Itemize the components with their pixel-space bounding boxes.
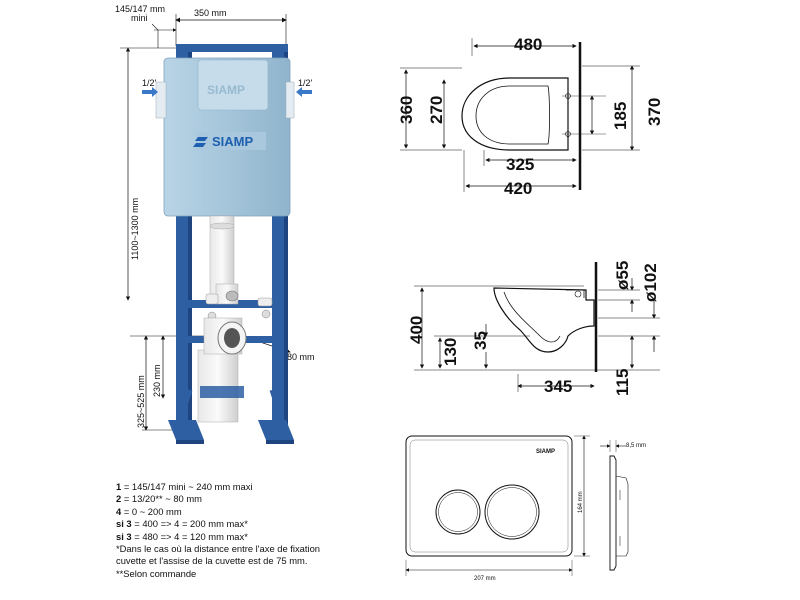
bowl-side-outlet-height: 35 — [471, 331, 490, 350]
specification-notes: 1 = 145/147 mini ~ 240 mm maxi 2 = 13/20… — [116, 481, 416, 580]
frame-depth-label: 180 mm — [282, 352, 315, 362]
frame-offset-label: 145/147 mm — [115, 4, 165, 14]
bowl-side-depth: 345 — [544, 377, 572, 396]
bowl-top-inner-length: 270 — [427, 96, 446, 124]
bowl-side-outlet-big: ø102 — [641, 263, 660, 302]
bowl-top-length-right: 370 — [645, 98, 664, 126]
bowl-top-width: 480 — [514, 35, 542, 54]
plate-thickness: 8,5 mm — [626, 443, 646, 449]
footnote-3: **Selon commande — [116, 567, 197, 579]
flush-plate-side: 8,5 mm — [600, 440, 646, 571]
frame-height-label: 1100~1300 mm — [130, 198, 140, 260]
frame-lower-height-label: 325~525 mm — [136, 375, 146, 428]
water-inlet-left-arrow: 1/2' — [142, 78, 158, 97]
water-inlet-right-arrow: 1/2' — [296, 78, 313, 97]
pipe-left-label: 1/2' — [142, 78, 157, 88]
pipe-right-label: 1/2' — [298, 78, 313, 88]
plate-brand: SIAMP — [536, 449, 555, 455]
note-line-4: si 3 = 400 => 4 = 200 mm max* — [116, 518, 248, 530]
bowl-side-view: 400 130 35 345 ø55 ø102 115 — [407, 261, 660, 396]
plate-height: 164 mm — [578, 491, 584, 513]
bowl-side-bottom-offset: 115 — [613, 369, 632, 396]
footnote-1: *Dans le cas où la distance entre l'axe … — [116, 543, 320, 555]
frame-brand: SIAMP — [212, 134, 254, 149]
footnote-2: cuvette et l'assise de la cuvette est de… — [116, 555, 308, 567]
bowl-top-fix-spacing: 185 — [611, 102, 630, 130]
note-line-2: 2 = 13/20** ~ 80 mm — [116, 493, 202, 505]
siamp-logo: SIAMP — [193, 134, 254, 149]
note-line-5: si 3 = 480 => 4 = 120 mm max* — [116, 530, 248, 542]
frame-illustration: 350 mm 145/147 mm mini 1100~1300 mm 325~… — [115, 4, 315, 444]
plate-width: 207 mm — [474, 576, 496, 582]
bowl-side-height: 400 — [407, 316, 426, 344]
bowl-top-view: 480 360 270 185 370 325 420 — [397, 35, 664, 198]
bowl-top-inner-width: 325 — [506, 155, 534, 174]
note-line-1: 1 = 145/147 mini ~ 240 mm maxi — [116, 481, 253, 492]
note-line-3: 4 = 0 ~ 200 mm — [116, 505, 182, 517]
flush-plate-front: SIAMP 207 mm 164 mm — [405, 435, 590, 582]
bowl-top-outer-width: 420 — [504, 179, 532, 198]
cistern-logo: SIAMP — [207, 83, 245, 97]
bowl-top-length-left: 360 — [397, 96, 416, 124]
frame-width-label: 350 mm — [194, 8, 227, 18]
bowl-side-rim-height: 130 — [441, 338, 460, 366]
frame-offset-mini-label: mini — [131, 13, 148, 23]
frame-inner-height-label: 230 mm — [152, 364, 162, 397]
bowl-side-outlet-small: ø55 — [613, 261, 632, 290]
